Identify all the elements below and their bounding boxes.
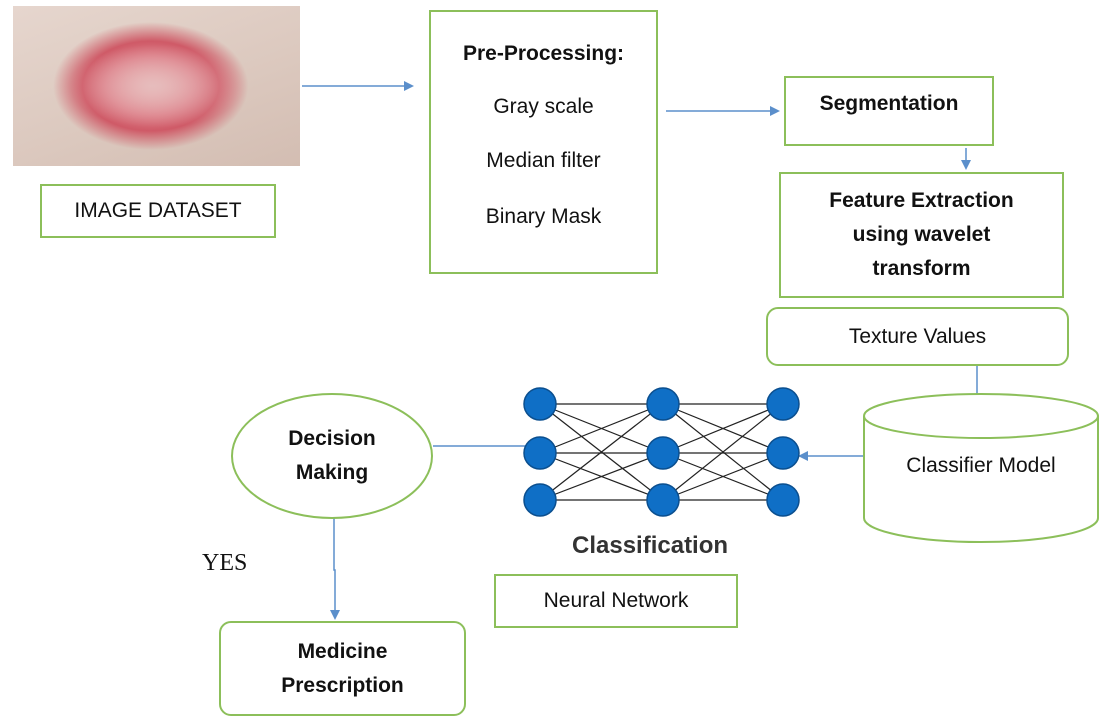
nn-edge	[662, 403, 784, 501]
feature-extraction-box: Feature Extraction using wavelet transfo…	[779, 172, 1064, 298]
classification-caption: Classification	[572, 532, 729, 559]
texture-values-label: Texture Values	[848, 324, 987, 348]
medicine-prescription-box: Medicine Prescription	[219, 621, 466, 716]
texture-values-box: Texture Values	[766, 307, 1069, 366]
nn-node	[646, 436, 680, 470]
preprocessing-step: Median filter	[486, 149, 601, 172]
feature-extraction-line: using wavelet	[852, 223, 991, 246]
nn-node	[523, 387, 557, 421]
segmentation-box: Segmentation	[784, 76, 994, 146]
nn-edge	[662, 403, 784, 454]
decision-line: Decision	[288, 427, 376, 450]
yes-label: YES	[202, 550, 248, 576]
nn-node	[646, 387, 680, 421]
decision-label: Decision Making	[232, 420, 432, 492]
preprocessing-step: Gray scale	[493, 95, 594, 118]
classifier-model-cylinder	[863, 393, 1099, 543]
medicine-line: Medicine	[297, 639, 388, 663]
nn-node	[523, 483, 557, 517]
neural-network-label: Neural Network	[543, 589, 689, 613]
medicine-line: Prescription	[281, 673, 404, 697]
nn-node	[766, 483, 800, 517]
neural-network-edges	[539, 403, 784, 501]
nn-node	[766, 387, 800, 421]
nn-edge	[662, 452, 784, 501]
arrow-decision-to-medicine	[330, 518, 340, 620]
image-dataset-label: IMAGE DATASET	[74, 199, 242, 223]
image-dataset-box: IMAGE DATASET	[40, 184, 276, 238]
neural-network-nodes	[523, 387, 800, 517]
preprocessing-title: Pre-Processing:	[462, 42, 625, 65]
segmentation-label: Segmentation	[819, 92, 959, 116]
nn-node	[646, 483, 680, 517]
nn-node	[523, 436, 557, 470]
nn-node	[766, 436, 800, 470]
neural-network-box: Neural Network	[494, 574, 738, 628]
skin-lesion-image	[13, 6, 300, 166]
preprocessing-box: Pre-Processing: Gray scale Median filter…	[429, 10, 658, 274]
preprocessing-step: Binary Mask	[485, 205, 602, 228]
feature-extraction-line: transform	[872, 257, 971, 280]
decision-line: Making	[295, 461, 369, 484]
nn-edge	[539, 452, 664, 501]
nn-edge	[539, 403, 664, 501]
feature-extraction-line: Feature Extraction	[829, 189, 1014, 212]
decision-ellipse	[231, 393, 433, 519]
nn-edge	[539, 403, 664, 454]
classifier-model-label: Classifier Model	[906, 454, 1056, 477]
